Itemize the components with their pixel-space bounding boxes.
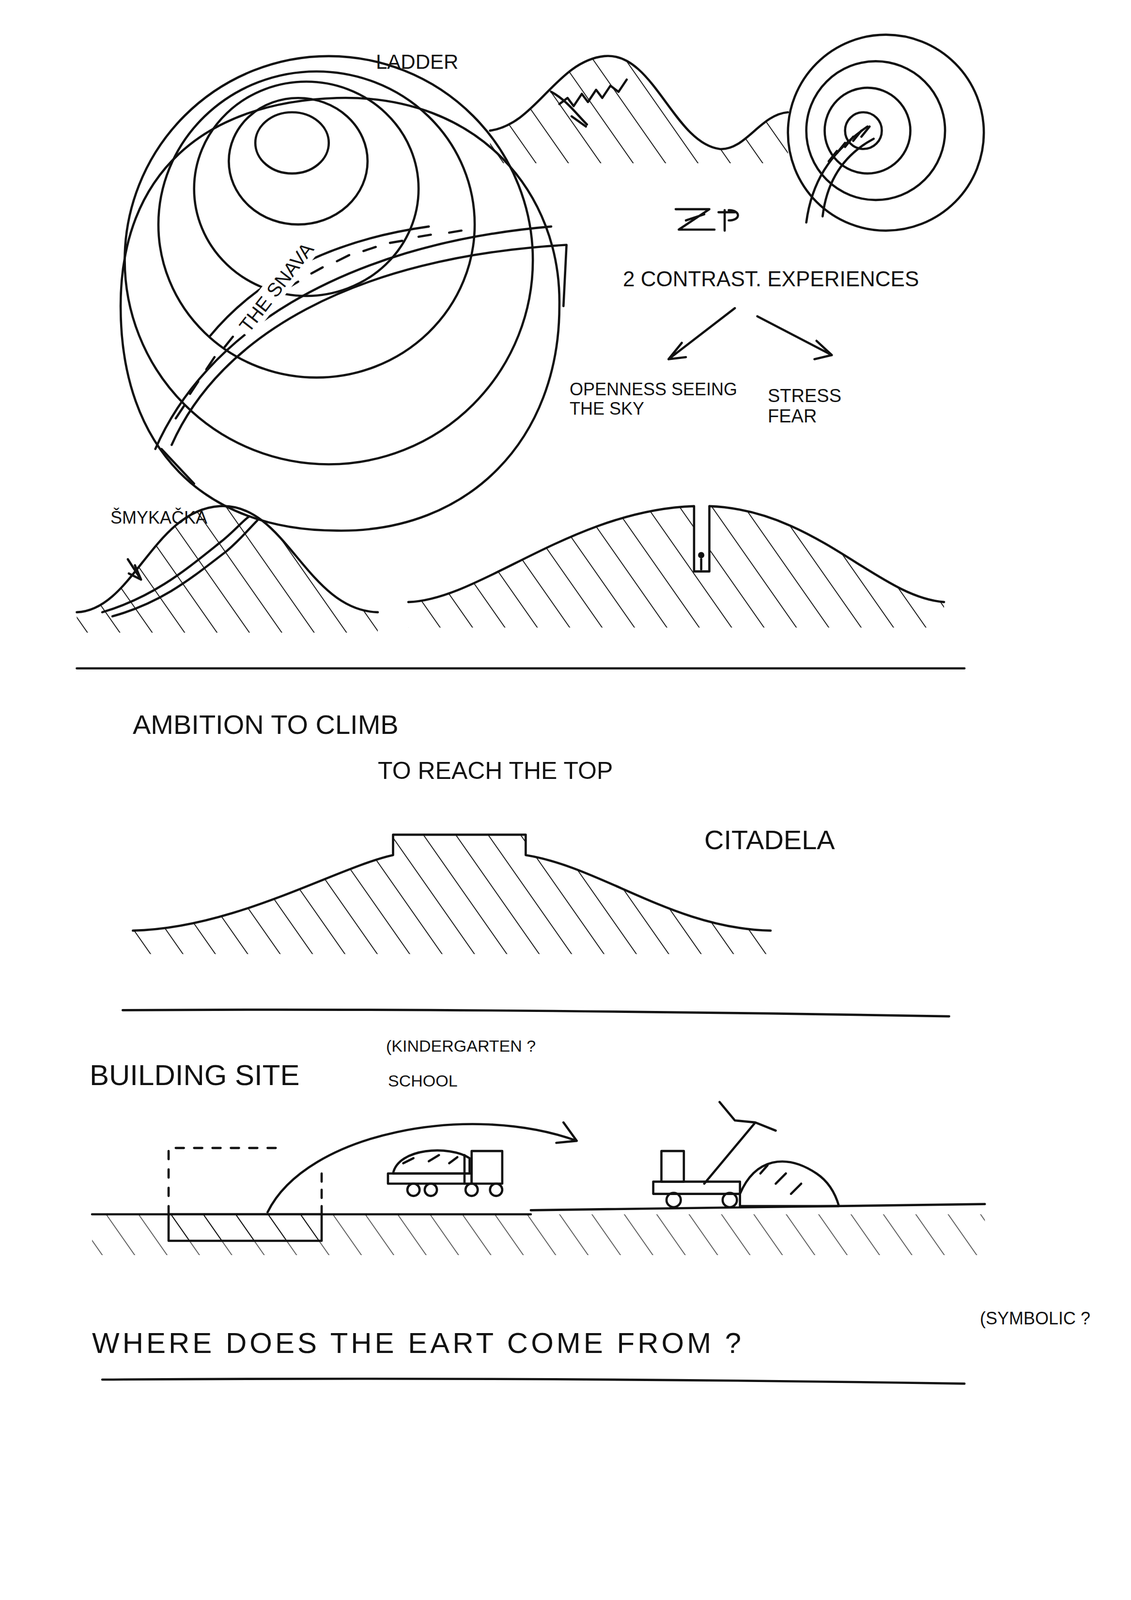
sketch-label: SCHOOL [387,1071,458,1090]
sketch-label: WHERE DOES THE EART COME FROM ? [92,1327,744,1360]
sketch-label: THE SNAVA [232,235,321,340]
sketch-label: AMBITION TO CLIMB [132,709,399,740]
sketch-label: CITADELA [704,824,836,855]
sketch-label: TO REACH THE TOP [377,757,613,785]
sketch-label: OPENNESS SEEING THE SKY [569,379,744,419]
sketch-label: 2 CONTRAST. EXPERIENCES [622,267,919,291]
sketch-label: (KINDERGARTEN ? [386,1037,536,1055]
sketch-label: (SYMBOLIC ? [979,1308,1091,1329]
sketch-label: STRESS FEAR [767,386,870,427]
sketch-label: BUILDING SITE [89,1059,300,1092]
sketch-label: ŠMYKAČKA [110,508,208,528]
sketch-label: LADDER [375,50,459,74]
